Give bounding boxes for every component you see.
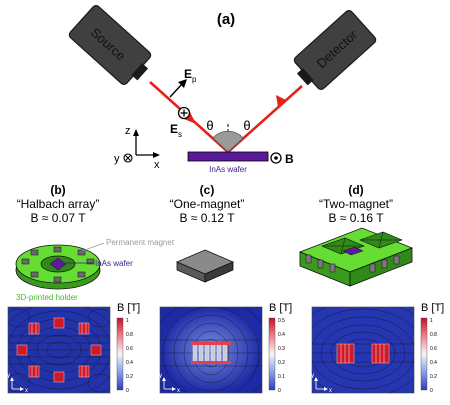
colorbar-c-title: B [T]	[269, 302, 292, 314]
colorbar-b-title: B [T]	[117, 302, 140, 314]
callout-holder: 3D-printed holder	[16, 293, 78, 302]
panel-c-name: “One-magnet”	[170, 197, 245, 211]
colorbar-d-ticks: 1 0.8 0.6 0.4 0.2 0	[430, 318, 437, 394]
b-label: B	[285, 152, 294, 166]
b-field-dot-icon	[270, 152, 282, 164]
panel-c-field: B ≈ 0.12 T	[179, 211, 235, 225]
colorbar-c-tick: 0.1	[278, 374, 285, 380]
axis-z-label: z	[125, 125, 131, 137]
colorbar-c-ticks: 0.5 0.4 0.3 0.2 0.1 0	[278, 318, 285, 394]
panel-a-label: (a)	[217, 11, 235, 28]
sim-axis-y-b: y	[7, 373, 10, 379]
sim-axis-x-b: x	[25, 388, 28, 394]
callout-line-magnet	[81, 242, 105, 252]
theta-left: θ	[206, 118, 213, 133]
colorbar-d-tick: 0	[430, 388, 433, 394]
colorbar-d-tick: 0.2	[430, 374, 437, 380]
colorbar-b-tick: 0.8	[126, 332, 133, 338]
axis-x-label: x	[154, 159, 160, 171]
ep-arrowhead	[178, 79, 187, 88]
colorbar-d-tick: 0.4	[430, 360, 437, 366]
axis-y-label: y	[114, 153, 120, 165]
callout-permanent-magnet: Permanent magnet	[106, 238, 175, 247]
field-map-one-magnet-frame	[159, 306, 263, 394]
panel-b-label: (b)	[50, 183, 65, 197]
sim-axis-x-d: x	[329, 388, 332, 394]
colorbar-d-tick: 0.8	[430, 332, 437, 338]
incident-beam-arrow	[184, 112, 196, 124]
panel-b-name: “Halbach array”	[17, 197, 100, 211]
sim-axis-y-c: y	[159, 373, 162, 379]
field-map-two-magnet	[312, 307, 414, 393]
sim-axes-c	[162, 377, 176, 391]
colorbar-d-tick: 1	[430, 318, 433, 324]
ep-arrow	[169, 82, 184, 98]
colorbar-c	[268, 317, 276, 391]
sim-axis-y-d: y	[311, 373, 314, 379]
theta-right: θ	[243, 118, 250, 133]
panel-d-name: “Two-magnet”	[319, 197, 393, 211]
colorbar-c-tick: 0	[278, 388, 281, 394]
colorbar-b-ticks: 1 0.8 0.6 0.4 0.2 0	[126, 318, 133, 394]
colorbar-d-tick: 0.6	[430, 346, 437, 352]
field-map-halbach	[8, 307, 110, 393]
colorbar-b-tick: 0.6	[126, 346, 133, 352]
colorbar-b	[116, 317, 124, 391]
sim-axes-d	[314, 377, 328, 391]
colorbar-c-tick: 0.4	[278, 332, 285, 338]
angle-arc	[212, 130, 244, 153]
inas-wafer	[187, 151, 269, 162]
es-label: Es	[170, 122, 182, 139]
wafer-label: InAs wafer	[209, 165, 247, 174]
colorbar-b-tick: 0	[126, 388, 129, 394]
detector-housing: Detector	[293, 10, 377, 90]
sim-axes-b	[10, 377, 24, 391]
field-map-one-magnet	[160, 307, 262, 393]
callout-inas-wafer: InAs wafer	[95, 259, 133, 268]
panel-c-label: (c)	[200, 183, 215, 197]
colorbar-c-tick: 0.2	[278, 360, 285, 366]
colorbar-d	[420, 317, 428, 391]
panel-b-field: B ≈ 0.07 T	[30, 211, 86, 225]
coordinate-axes	[123, 129, 160, 163]
halbach-ring-model	[15, 244, 101, 290]
sim-axis-x-c: x	[177, 388, 180, 394]
panel-d-field: B ≈ 0.16 T	[328, 211, 384, 225]
colorbar-b-tick: 1	[126, 318, 129, 324]
panel-d-label: (d)	[348, 183, 363, 197]
one-magnet-model	[175, 249, 235, 283]
field-map-two-magnet-frame	[311, 306, 415, 394]
ep-label: Ep	[184, 67, 197, 84]
field-map-halbach-frame	[7, 306, 111, 394]
source-housing: Source	[68, 5, 152, 85]
two-magnet-model	[298, 227, 414, 287]
reflected-beam-arrow	[276, 95, 286, 107]
colorbar-b-tick: 0.4	[126, 360, 133, 366]
colorbar-c-tick: 0.3	[278, 346, 285, 352]
colorbar-b-tick: 0.2	[126, 374, 133, 380]
colorbar-d-title: B [T]	[421, 302, 444, 314]
es-circle-plus-icon	[177, 106, 191, 120]
colorbar-c-tick: 0.5	[278, 318, 285, 324]
